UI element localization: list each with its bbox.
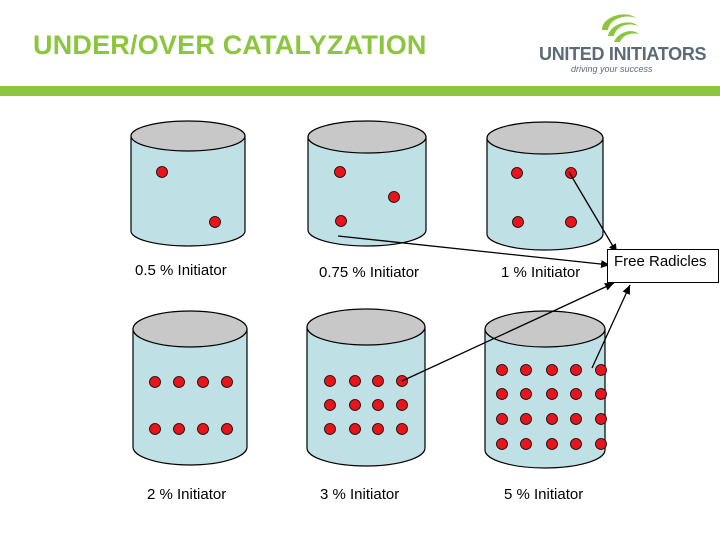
free-radical-dot <box>325 424 336 435</box>
free-radical-dot <box>174 424 185 435</box>
free-radical-dot <box>350 376 361 387</box>
free-radical-dot <box>210 217 221 228</box>
free-radical-dot <box>150 424 161 435</box>
free-radical-dot <box>397 400 408 411</box>
free-radical-dot <box>335 167 346 178</box>
free-radical-dot <box>547 439 558 450</box>
cylinder-top <box>131 121 245 151</box>
cylinder-body <box>307 327 425 466</box>
free-radical-dot <box>566 217 577 228</box>
free-radical-dot <box>497 365 508 376</box>
free-radical-dot <box>350 424 361 435</box>
free-radical-dot <box>373 376 384 387</box>
free-radical-dot <box>521 365 532 376</box>
free-radical-dot <box>150 377 161 388</box>
free-radical-dot <box>596 439 607 450</box>
free-radical-dot <box>521 389 532 400</box>
cylinder-label: 1 % Initiator <box>501 264 580 281</box>
cylinder-top <box>307 309 425 345</box>
free-radical-dot <box>512 168 523 179</box>
free-radical-dot <box>571 389 582 400</box>
free-radical-dot <box>596 365 607 376</box>
free-radical-dot <box>571 365 582 376</box>
cylinder-label: 5 % Initiator <box>504 486 583 503</box>
cylinder <box>133 311 247 465</box>
cylinder <box>308 121 426 246</box>
free-radical-dot <box>198 424 209 435</box>
free-radical-dot <box>373 400 384 411</box>
free-radical-dot <box>497 414 508 425</box>
free-radical-dot <box>596 414 607 425</box>
cylinder-top <box>133 311 247 347</box>
cylinder-label: 0.5 % Initiator <box>135 262 227 279</box>
free-radical-dot <box>596 389 607 400</box>
cylinder <box>487 122 603 250</box>
free-radical-dot <box>350 400 361 411</box>
cylinder-group <box>131 121 607 468</box>
free-radical-dot <box>566 168 577 179</box>
free-radical-dot <box>325 376 336 387</box>
free-radical-dot <box>547 414 558 425</box>
free-radical-dot <box>497 439 508 450</box>
free-radical-dot <box>222 377 233 388</box>
free-radical-dot <box>198 377 209 388</box>
cylinder <box>307 309 425 466</box>
cylinder-top <box>485 311 605 347</box>
cylinder-top <box>487 122 603 154</box>
cylinder-body <box>133 329 247 465</box>
free-radical-dot <box>174 377 185 388</box>
cylinder-body <box>131 136 245 246</box>
cylinder-body <box>487 138 603 250</box>
free-radical-dot <box>521 439 532 450</box>
free-radical-dot <box>397 424 408 435</box>
free-radical-dot <box>389 192 400 203</box>
free-radical-dot <box>325 400 336 411</box>
cylinder-label: 0.75 % Initiator <box>319 264 419 281</box>
free-radical-dot <box>547 389 558 400</box>
free-radical-dot <box>571 439 582 450</box>
free-radical-dot <box>497 389 508 400</box>
free-radical-dot <box>157 167 168 178</box>
free-radical-dot <box>547 365 558 376</box>
free-radicles-label: Free Radicles <box>614 253 707 270</box>
cylinder <box>131 121 245 246</box>
cylinder-top <box>308 121 426 153</box>
free-radical-dot <box>222 424 233 435</box>
cylinder-label: 3 % Initiator <box>320 486 399 503</box>
free-radical-dot <box>336 216 347 227</box>
free-radical-dot <box>373 424 384 435</box>
cylinder-label: 2 % Initiator <box>147 486 226 503</box>
free-radical-dot <box>513 217 524 228</box>
free-radical-dot <box>521 414 532 425</box>
free-radical-dot <box>571 414 582 425</box>
